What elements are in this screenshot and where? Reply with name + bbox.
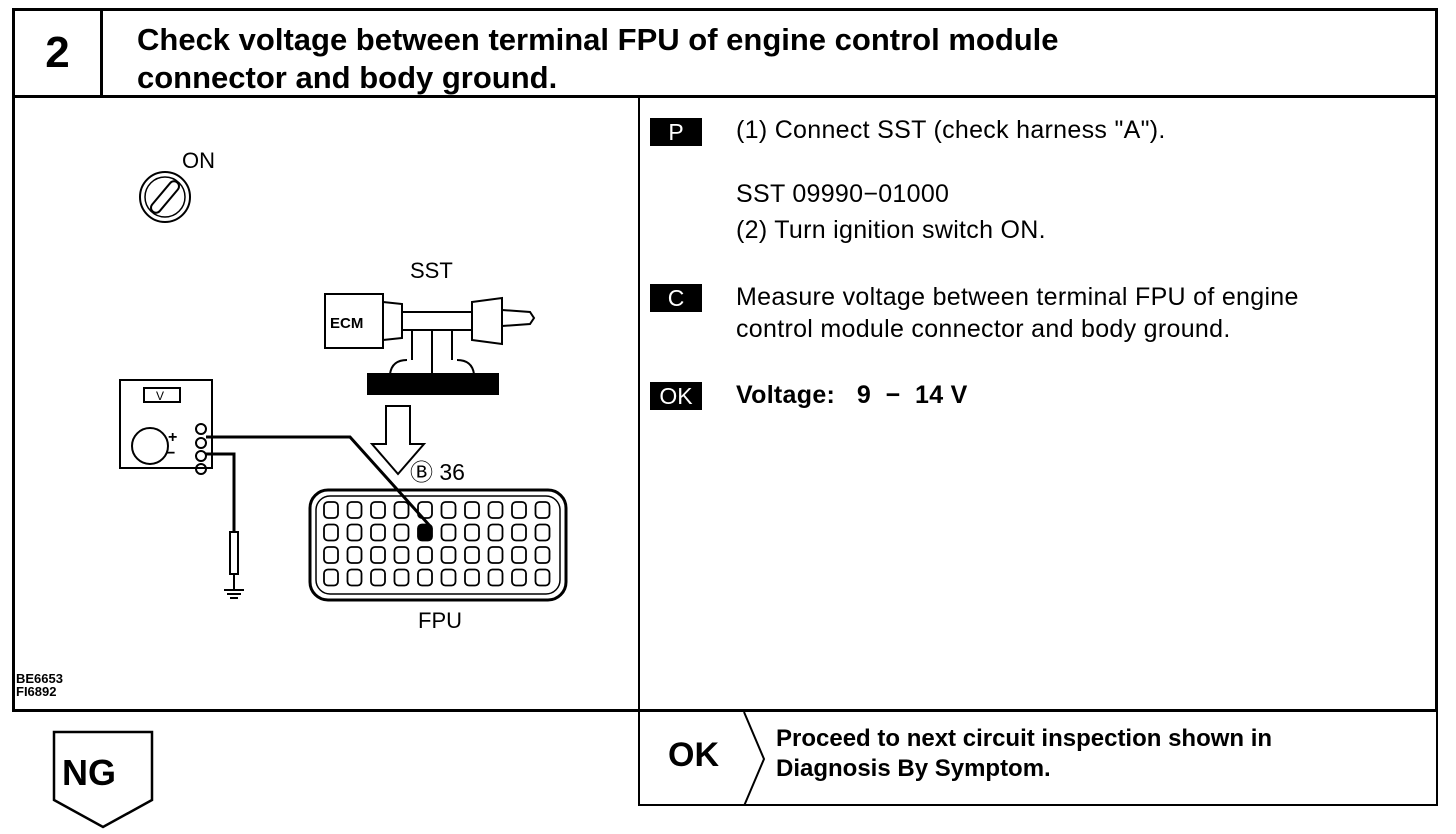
connector-pin [511, 523, 527, 542]
connector-pin [440, 568, 457, 587]
connector-pin [417, 546, 433, 564]
ok-result-line-1: Proceed to next circuit inspection shown… [776, 725, 1273, 752]
connector-pin [346, 501, 363, 519]
ok-result-text: Proceed to next circuit inspection shown… [776, 724, 1272, 784]
step-title: Check voltage between terminal FPU of en… [137, 21, 1337, 97]
connector-pin [487, 501, 504, 519]
connector-pin [323, 568, 339, 587]
content-panel [12, 98, 1438, 712]
connector-pin [487, 568, 504, 587]
connector-pin [464, 523, 480, 542]
ground-icon [224, 574, 244, 599]
connector-pin [393, 546, 410, 564]
badge-prep: P [650, 118, 702, 146]
ng-arrow-box-icon [52, 730, 154, 829]
connector-pin [511, 568, 527, 587]
column-divider [638, 98, 640, 806]
meter-label: V [156, 389, 164, 403]
connector-pin [534, 501, 551, 519]
connector-pin [487, 523, 504, 542]
connector-pin [370, 568, 386, 587]
connector-pins [323, 501, 551, 587]
connector-pin [464, 501, 480, 519]
step-number-box: 2 [12, 8, 100, 98]
sst-label: SST [410, 258, 453, 283]
connector-pin [323, 546, 339, 564]
connector-pin [487, 546, 504, 564]
negative-lead [206, 452, 236, 532]
check-line-1: Measure voltage between terminal FPU of … [736, 283, 1299, 311]
figure-code-2: FI6892 [16, 684, 57, 699]
connector-pin [464, 568, 480, 587]
check-text: Measure voltage between terminal FPU of … [736, 281, 1426, 345]
terminal-label: FPU [418, 608, 462, 633]
ok-chevron-icon [743, 712, 766, 806]
check-line-2: control module connector and body ground… [736, 315, 1231, 343]
connector-pin [440, 546, 457, 564]
voltage-spec: Voltage: 9 − 14 V [736, 381, 968, 409]
connector-pin [417, 568, 433, 587]
connector-pin [464, 546, 480, 564]
sst-number: SST 09990−01000 [736, 180, 950, 208]
figure-code-1: BE6653 [16, 671, 63, 686]
ok-result-label: OK [668, 736, 719, 774]
connector-pin [511, 546, 527, 564]
connector-pin [346, 546, 363, 564]
wiring-figure: ON SST ECM V + − Ⓑ 36 [119, 148, 568, 633]
connector-pin [534, 523, 551, 542]
ignition-switch-icon [139, 171, 191, 223]
connector-pin [346, 523, 363, 542]
ng-result-label: NG [62, 752, 116, 793]
step-title-line1: Check voltage between terminal FPU of en… [137, 22, 1059, 57]
connector-pin [323, 501, 339, 519]
step-title-line2: connector and body ground. [137, 60, 558, 95]
voltmeter-icon [119, 379, 213, 475]
connector-pin [370, 546, 386, 564]
step-number: 2 [45, 28, 70, 77]
terminal-fpu-pin [417, 523, 433, 542]
minus-sign: − [166, 445, 175, 462]
badge-ok: OK [650, 382, 702, 410]
connector-pin [323, 523, 339, 542]
connector-pin [440, 501, 457, 519]
ecm-label: ECM [330, 315, 363, 332]
prep-step-1: (1) Connect SST (check harness "A"). [736, 116, 1166, 144]
badge-check: C [650, 284, 702, 312]
prep-step-2: (2) Turn ignition switch ON. [736, 216, 1046, 244]
connector-pin [346, 568, 363, 587]
connector-pin [417, 501, 433, 519]
connector-label: Ⓑ 36 [410, 459, 465, 485]
plus-sign: + [168, 429, 177, 446]
connector-pin [393, 568, 410, 587]
sst-harness-icon [324, 293, 536, 395]
ok-result-box [638, 712, 1438, 806]
connector-pin [370, 523, 386, 542]
connector-pin [440, 523, 457, 542]
step-title-box: Check voltage between terminal FPU of en… [100, 8, 1438, 98]
connector-pin [534, 568, 551, 587]
ecm-connector-icon [308, 488, 568, 602]
connector-pin [370, 501, 386, 519]
probe-icon [229, 531, 239, 575]
switch-label: ON [182, 148, 215, 173]
connector-pin [393, 501, 410, 519]
connector-pin [511, 501, 527, 519]
connector-pin [393, 523, 410, 542]
down-arrow-icon [369, 405, 427, 476]
connector-pin [534, 546, 551, 564]
ok-result-line-2: Diagnosis By Symptom. [776, 755, 1051, 782]
